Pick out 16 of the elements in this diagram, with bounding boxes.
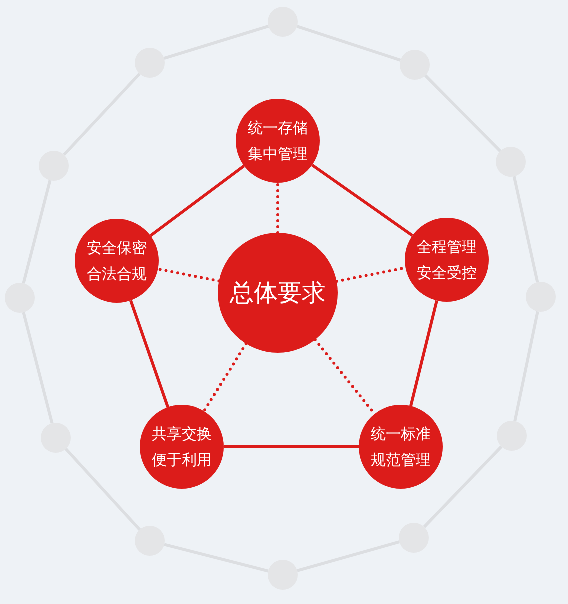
hub-circle: 总体要求 (218, 233, 338, 353)
dotted-line (276, 182, 280, 234)
topic-circle: 安全保密合法合规 (75, 219, 159, 303)
connector-line (150, 164, 246, 238)
connector-line (311, 164, 414, 238)
topic-circle: 共享交换便于利用 (140, 405, 224, 489)
dotted-line (202, 342, 248, 413)
topic-circle: 统一标准规范管理 (359, 405, 443, 489)
dotted-line (156, 268, 221, 283)
ring-line (423, 446, 503, 528)
connector-line (410, 300, 438, 407)
topic-circle: 统一存储集中管理 (236, 99, 320, 183)
topic-circle: 全程管理安全受控 (405, 218, 489, 302)
ring-line (65, 448, 141, 531)
connector-line (129, 300, 170, 408)
connector-line (224, 446, 359, 448)
